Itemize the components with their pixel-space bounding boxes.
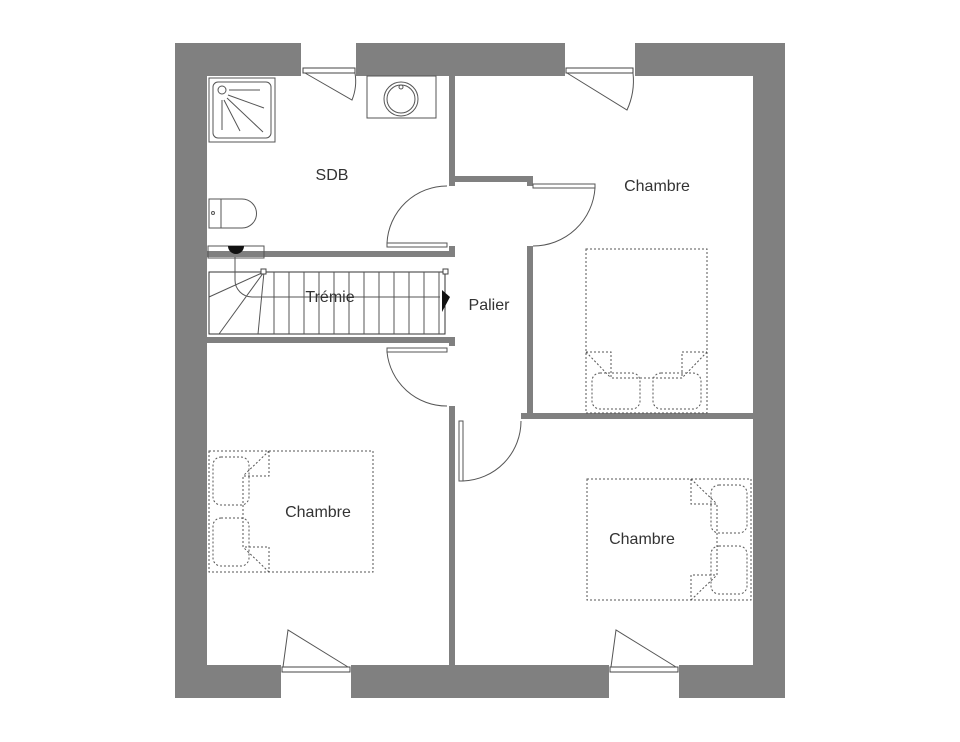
- window-bedroom-bottom-left: [281, 666, 351, 673]
- window-bedroom-top: [565, 67, 634, 74]
- door-bedroom-bottom-right: [458, 420, 522, 482]
- door-bedroom-top-right: [532, 183, 596, 247]
- interior-walls: [207, 76, 753, 665]
- windows: [281, 67, 679, 673]
- stair-arrow-icon: [442, 290, 450, 312]
- bed-top-right: [585, 248, 708, 414]
- toilet: [208, 198, 257, 229]
- window-bedroom-bottom-right: [609, 666, 679, 673]
- sink: [366, 75, 437, 119]
- exterior-walls: [175, 43, 785, 698]
- window-bathroom: [302, 67, 356, 74]
- door-bathroom: [386, 185, 448, 248]
- staircase: [207, 245, 450, 335]
- room-label-bedroom-top-right: Chambre: [624, 178, 690, 195]
- room-label-stairwell: Trémie: [305, 289, 354, 306]
- door-bedroom-bottom-left: [386, 347, 448, 407]
- bed-bottom-right: [586, 478, 752, 601]
- bed-bottom-left: [208, 450, 374, 573]
- doors: [386, 183, 596, 482]
- room-label-landing: Palier: [469, 297, 511, 314]
- room-label-bedroom-bottom-left: Chambre: [285, 504, 351, 521]
- shower: [208, 77, 276, 143]
- room-label-bathroom: SDB: [316, 167, 349, 184]
- room-label-bedroom-bottom-right: Chambre: [609, 531, 675, 548]
